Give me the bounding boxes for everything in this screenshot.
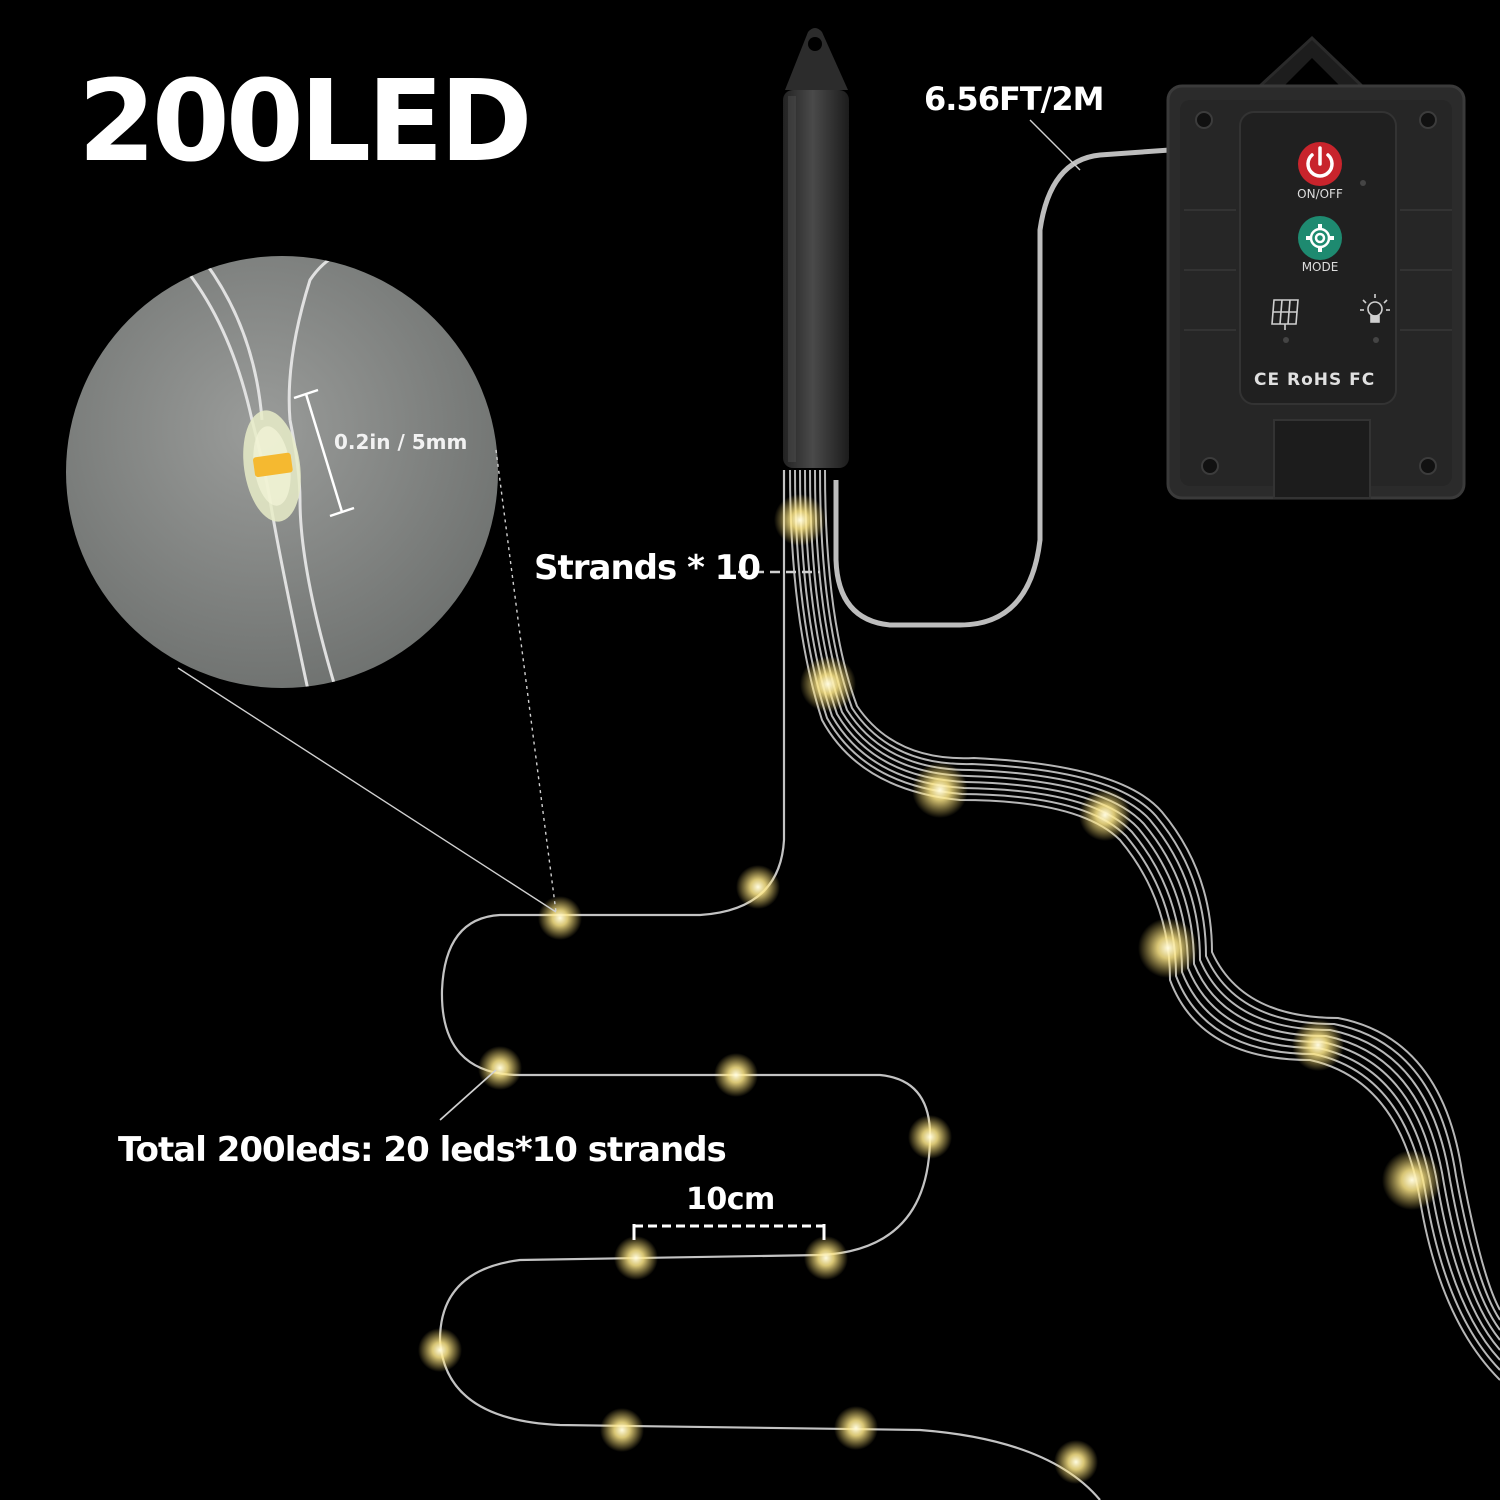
strand-bundle: [789, 469, 1500, 1381]
product-title: 200LED: [78, 57, 533, 187]
cable-length-label: 6.56FT/2M: [924, 80, 1104, 118]
controller-cable: [833, 147, 1171, 628]
indicator-dot: [1283, 337, 1289, 343]
ground-stake: [783, 28, 849, 468]
led-size-label: 0.2in / 5mm: [334, 430, 468, 454]
led-zoom-inset: [66, 256, 498, 688]
led-chip: [253, 452, 293, 478]
indicator-dot: [1360, 180, 1366, 186]
single-strand: [438, 470, 1101, 1500]
mode-button-label: MODE: [1301, 260, 1339, 274]
certification-marks: CE RoHS FC: [1254, 370, 1376, 390]
led-spacing-label: 10cm: [686, 1182, 775, 1217]
power-button[interactable]: [1298, 142, 1342, 186]
led-glows: [418, 494, 1442, 1484]
callout-lines: [177, 119, 1081, 1121]
size-bracket: [293, 388, 355, 518]
solar-controller: [1166, 35, 1466, 500]
power-button-label: ON/OFF: [1297, 187, 1343, 201]
total-leds-label: Total 200leds: 20 leds*10 strands: [118, 1130, 727, 1170]
strands-label: Strands * 10: [534, 548, 761, 588]
mode-button[interactable]: [1298, 216, 1342, 260]
light-bulb-icon: [1360, 294, 1390, 323]
gear-icon: [1306, 224, 1334, 252]
power-icon: [1306, 146, 1334, 178]
solar-panel-icon: [1271, 299, 1299, 330]
indicator-dot: [1373, 337, 1379, 343]
